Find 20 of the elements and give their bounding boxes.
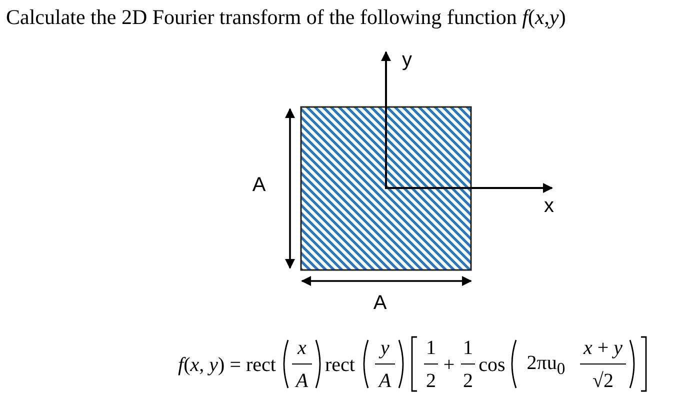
- axis-label: y: [402, 50, 412, 70]
- formula-text: 1: [426, 338, 436, 358]
- title: Calculate the 2D Fourier transform of the following function f(x,y): [6, 7, 566, 28]
- formula-text: A: [296, 371, 308, 391]
- formula-text: x + y: [583, 338, 623, 358]
- axis-label: x: [544, 196, 554, 216]
- formula-text: y: [380, 338, 390, 358]
- formula-text: x: [298, 338, 306, 358]
- formula-text: cos: [478, 355, 506, 375]
- formula-text: +: [443, 355, 455, 375]
- formula-text: 2: [463, 371, 473, 391]
- formula-text: A: [378, 371, 392, 391]
- dimension-label: A: [373, 293, 387, 313]
- dimension-label: A: [252, 175, 266, 195]
- formula-text: rect: [325, 355, 355, 375]
- formula-text: f(x, y) = rect: [178, 355, 276, 375]
- formula-text: 2πu$_{0}$: [526, 352, 566, 378]
- formula-text: 1: [463, 338, 473, 358]
- formula-text: √2: [592, 371, 614, 391]
- formula-text: 2: [426, 371, 436, 391]
